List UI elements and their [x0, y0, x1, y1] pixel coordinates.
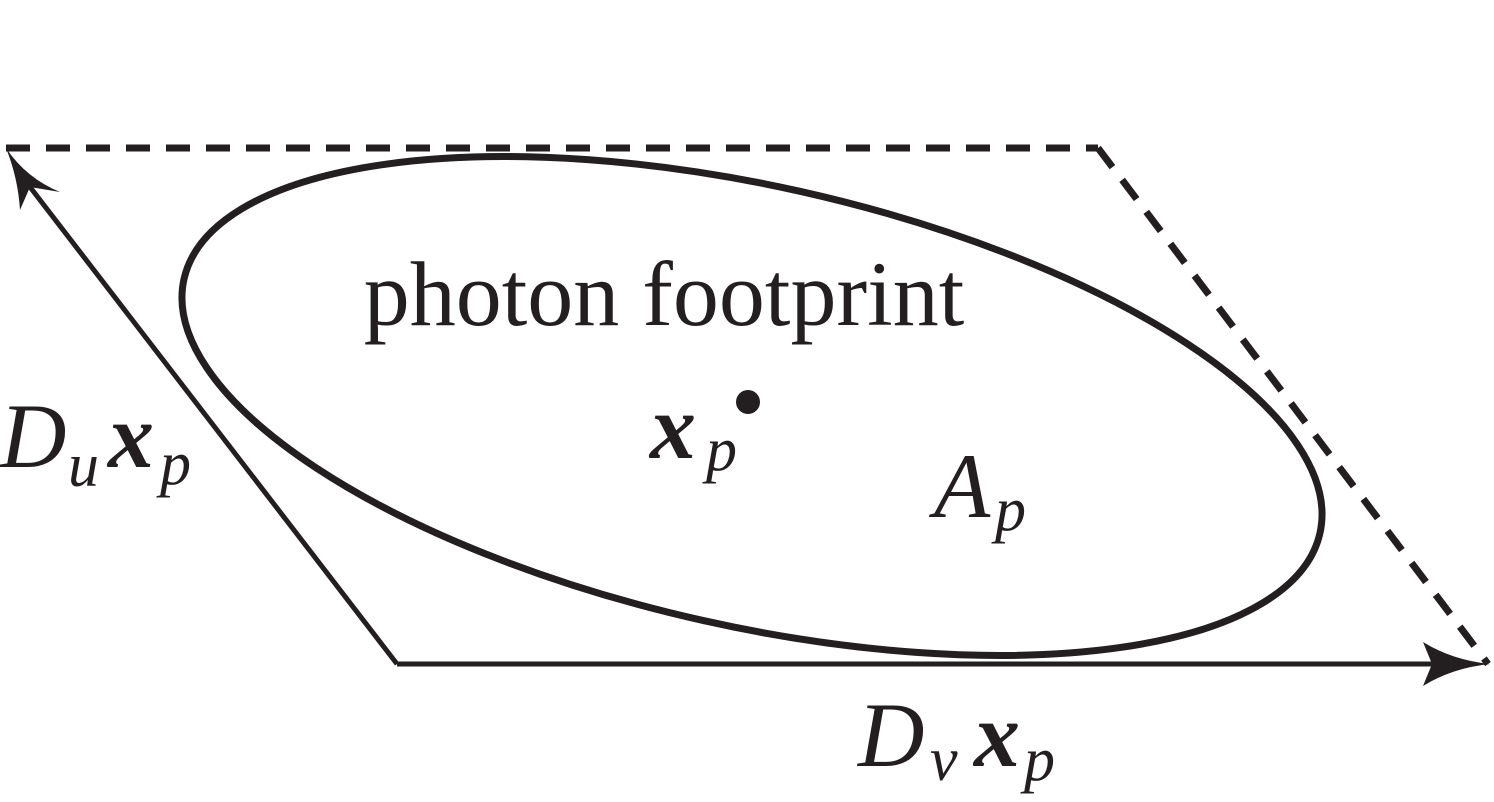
du-label-base: x [106, 385, 154, 487]
center-label-base: x [648, 376, 696, 478]
dv-label-dsub: v [930, 726, 958, 794]
center-label-sub: p [702, 416, 737, 484]
du-label-d: D [0, 385, 66, 487]
center-point [736, 390, 760, 414]
du-label-dsub: u [68, 432, 99, 500]
dv-label: D v x p [856, 684, 1055, 794]
area-label-sub: p [991, 476, 1026, 544]
dv-label-sub: p [1020, 726, 1055, 794]
dv-label-d: D [856, 684, 924, 786]
footprint-ellipse [178, 153, 1326, 659]
area-label-base: A [928, 435, 991, 537]
footprint-label: photon footprint [364, 243, 965, 345]
dv-arrowhead [1423, 642, 1490, 686]
area-label: A p [928, 435, 1026, 544]
du-arrowhead [6, 148, 60, 210]
du-label-sub: p [156, 430, 191, 498]
center-label: x p [648, 376, 737, 484]
dv-label-base: x [972, 684, 1020, 786]
du-vector-line [28, 185, 399, 666]
du-label: D u x p [0, 385, 191, 500]
dashed-right-edge [1095, 145, 1491, 667]
